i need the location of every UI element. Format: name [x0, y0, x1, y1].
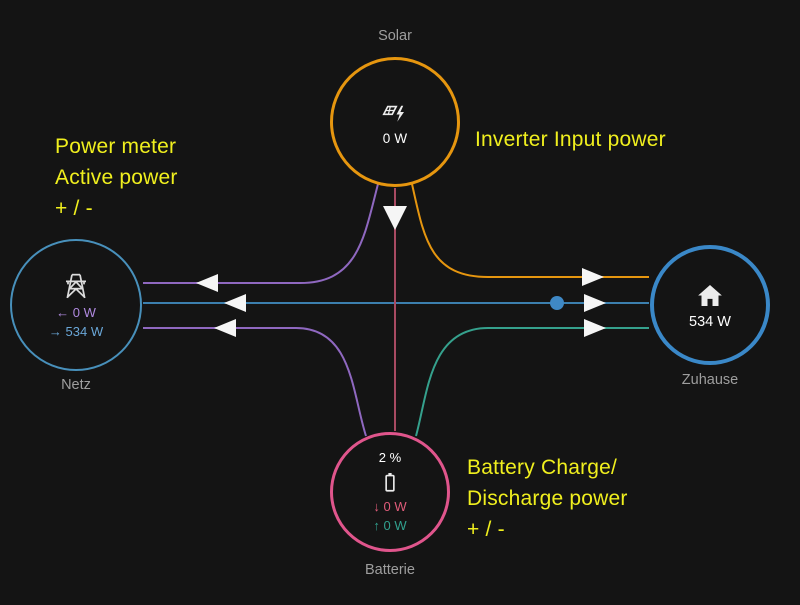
power-meter-annotation-line3: + / - [55, 197, 93, 220]
left-arrow-middle-icon [224, 294, 246, 312]
battery-annotation-line3: + / - [467, 518, 505, 541]
battery-annotation-line1: Battery Charge/ [467, 456, 618, 479]
grid-export-value: ← 0 W [56, 305, 96, 320]
solar-node[interactable]: 0 W [330, 57, 460, 187]
right-arrow-top-icon [582, 268, 604, 286]
flow-dot [550, 296, 564, 310]
right-arrow-middle-icon [584, 294, 606, 312]
battery-icon [376, 468, 404, 496]
battery-node[interactable]: 2 % ↓ 0 W ↑ 0 W [330, 432, 450, 552]
solar-node-label: Solar [378, 28, 412, 44]
power-meter-annotation-line2: Active power [55, 166, 178, 189]
solar-to-home-line [411, 183, 649, 278]
battery-to-grid-line [143, 327, 367, 437]
solar-to-grid-line [143, 183, 379, 284]
battery-to-home-line [415, 327, 649, 437]
battery-annotation: Battery Charge/ Discharge power + / - [467, 452, 628, 545]
transmission-tower-icon [60, 270, 92, 302]
battery-charge-value: ↓ 0 W [373, 499, 407, 514]
home-node[interactable]: 534 W [650, 245, 770, 365]
grid-import-value: → 534 W [48, 324, 104, 339]
home-node-label: Zuhause [681, 372, 739, 388]
grid-node[interactable]: ← 0 W → 534 W [10, 239, 142, 371]
grid-node-label: Netz [61, 377, 91, 393]
power-meter-annotation: Power meter Active power + / - [55, 131, 178, 224]
inverter-annotation: Inverter Input power [475, 128, 666, 151]
home-value: 534 W [689, 313, 731, 330]
battery-node-label: Batterie [365, 562, 415, 578]
home-icon [695, 281, 725, 311]
left-arrow-top-icon [196, 274, 218, 292]
solar-panel-icon [380, 98, 410, 128]
battery-soc-value: 2 % [378, 450, 402, 465]
down-arrow-icon [383, 206, 407, 230]
solar-value: 0 W [382, 131, 408, 146]
right-arrow-bottom-icon [584, 319, 606, 337]
battery-discharge-value: ↑ 0 W [373, 518, 407, 533]
battery-annotation-line2: Discharge power [467, 487, 628, 510]
power-meter-annotation-line1: Power meter [55, 135, 177, 158]
left-arrow-bottom-icon [214, 319, 236, 337]
